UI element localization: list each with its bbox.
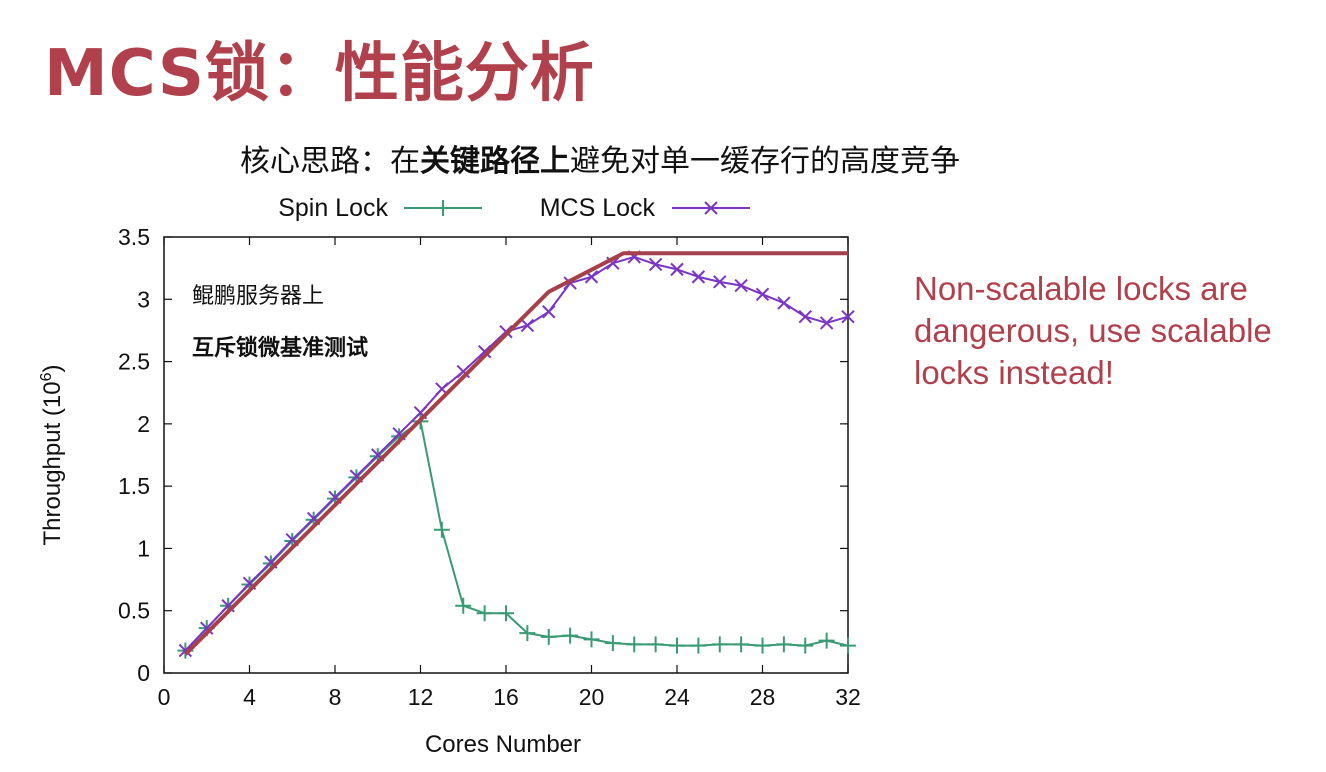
x-tick-label: 0 [158,684,171,710]
data-point [498,605,514,622]
annotation-benchmark: 互斥锁微基准测试 [192,335,368,361]
data-point [755,287,770,302]
data-point [562,627,579,644]
data-point [626,636,643,653]
data-point [713,275,727,289]
x-tick-label: 8 [329,684,342,710]
y-tick-label: 3.5 [118,224,150,250]
data-point [690,637,707,654]
legend-swatch-spin-lock [404,200,482,216]
data-point [583,631,600,648]
x-tick-label: 24 [664,684,690,710]
data-point [777,296,791,310]
y-axis-label-sup: 6 [38,372,55,381]
data-point [520,318,535,333]
y-tick-label: 2.5 [118,349,150,375]
y-tick-label: 0.5 [118,598,150,624]
data-point [519,625,536,642]
spin-lock-line [184,420,849,652]
data-point [476,605,493,622]
y-tick-label: 0 [137,660,150,686]
data-point [819,316,834,330]
data-point [670,262,684,277]
data-point [733,636,750,653]
data-point [433,521,450,538]
series-layer [177,250,856,659]
subtitle-post: 避免对单一缓存行的高度竞争 [570,144,960,179]
data-point [542,305,556,319]
y-axis-label-close: ) [39,364,66,372]
legend-label-mcs-lock: MCS Lock [540,194,656,222]
data-point [775,636,792,653]
slide-subtitle: 核心思路：在关键路径上避免对单一缓存行的高度竞争 [240,136,960,180]
annotation-server: 鲲鹏服务器上 [192,284,324,309]
data-point [604,635,621,652]
data-point [200,621,214,635]
legend-label-spin-lock: Spin Lock [278,194,388,222]
legend-marker [435,200,451,216]
x-axis-label: Cores Number [425,731,581,758]
subtitle-pre: 核心思路：在 [240,144,420,179]
label-layer: 0 4 8 12 16 20 24 28 32 0 0.5 1 1.5 2 2.5 3 3.5 [118,224,861,710]
data-point [178,643,193,658]
y-tick-label: 2 [137,411,150,437]
mcs-lock-line [184,255,849,652]
data-point [477,344,492,359]
data-point [840,637,856,654]
slide-title: MCS锁：性能分析 [44,37,595,111]
data-point [734,278,748,293]
legend-marker [704,201,718,215]
side-note: Non-scalable locks are dangerous, use sc… [914,270,1272,391]
data-point [669,637,685,654]
x-tick-label: 4 [243,684,256,710]
data-point [691,270,706,284]
plot-frame [163,236,849,674]
y-axis-label: Throughput (106) [38,364,66,545]
data-point [818,632,835,649]
x-tick-label: 32 [835,684,861,710]
trend-line [183,251,848,656]
data-point [754,637,771,654]
legend: Spin Lock MCS Lock [278,194,750,222]
x-tick-label: 28 [750,684,776,710]
data-point [711,636,728,653]
mcs-lock-points [178,250,855,658]
y-axis-label-main: Throughput (10 [39,381,66,545]
legend-swatch-mcs-lock [672,201,750,215]
x-tick-label: 20 [579,684,605,710]
data-point [648,257,663,272]
y-tick-label: 3 [137,286,150,312]
subtitle-bold: 关键路径上 [420,144,570,179]
data-point [797,637,814,654]
data-point [647,636,664,653]
y-tick-label: 1 [137,535,150,561]
data-point [455,597,472,614]
y-tick-label: 1.5 [118,473,150,499]
x-tick-label: 12 [408,684,434,710]
data-point [841,310,855,324]
spin-lock-points [177,413,856,659]
x-tick-label: 16 [493,684,519,710]
data-point [540,628,557,645]
data-point [798,310,812,324]
